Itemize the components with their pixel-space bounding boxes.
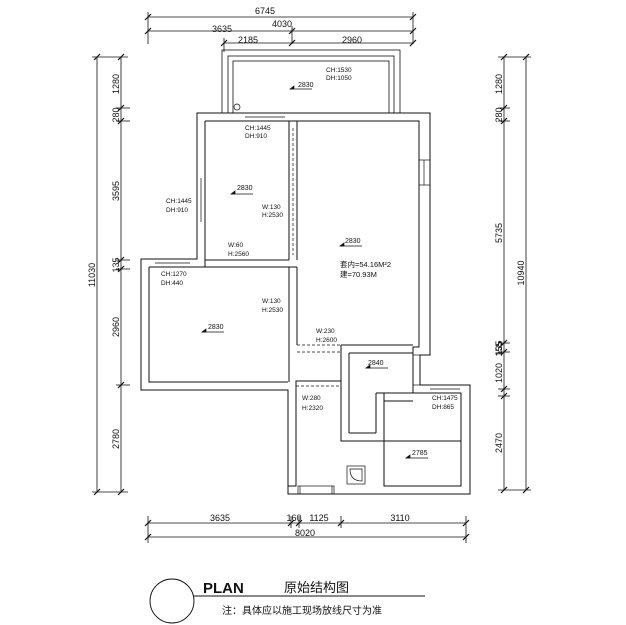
bed-top-window-dh: DH:910 <box>245 133 267 140</box>
ceiling-height-bathroom: 2785 <box>412 450 428 457</box>
bottom-dim-seg4: 3110 <box>390 513 409 523</box>
ceiling-height-bedroom-top: 2830 <box>237 185 253 192</box>
passage-width: W:230 <box>316 328 335 335</box>
bed-side-window-dh: DH:910 <box>166 207 188 214</box>
top-dimension-chain <box>144 12 417 52</box>
bottom-dim-seg3: 1125 <box>309 513 328 523</box>
door-left-width: W:130 <box>262 298 281 305</box>
ceiling-markers <box>200 85 428 459</box>
entry-height: H:2320 <box>302 405 323 412</box>
passage-height: H:2600 <box>316 337 337 344</box>
right-dim-s3: 5735 <box>494 223 504 243</box>
door-small-width: W:60 <box>228 242 243 249</box>
door-left-height: H:2530 <box>262 307 283 314</box>
right-dim-s1: 1280 <box>494 74 504 94</box>
bottom-dim-total: 8020 <box>295 528 315 538</box>
right-dim-s7: 2470 <box>494 433 504 453</box>
bath-window-dh: DH:865 <box>432 404 454 411</box>
right-dim-s4: 135 <box>494 340 504 355</box>
bottom-dimension-chain <box>144 516 470 543</box>
door-openings <box>288 128 341 480</box>
drawing-symbol-circle <box>149 578 195 624</box>
ceiling-height-bedroom-left: 2830 <box>208 324 224 331</box>
door-top-height: H:2530 <box>262 212 283 219</box>
left-dim-s3: 3595 <box>111 181 121 201</box>
top-dim-row2-left: 3635 <box>212 24 232 34</box>
bottom-dim-seg2: 160 <box>286 513 301 523</box>
bath-window-ch: CH:1475 <box>432 395 458 402</box>
right-dim-s6: 155 <box>494 341 504 356</box>
top-dim-overall: 6745 <box>255 6 275 16</box>
balcony-window-dh: DH:1050 <box>326 75 352 82</box>
windows <box>155 112 460 390</box>
outer-walls <box>140 112 471 495</box>
right-dimension-chain <box>498 53 531 494</box>
left-dimension-chain <box>92 53 130 496</box>
plan-title-cn: 原始结构图 <box>284 580 349 595</box>
entry-width: W:280 <box>302 395 321 402</box>
left-dim-s1: 1280 <box>111 74 121 94</box>
ceiling-height-kitchen: 2840 <box>368 360 384 367</box>
left-dim-s2: 280 <box>111 107 121 122</box>
left-dim-s5: 2960 <box>111 317 121 337</box>
right-dim-s2: 280 <box>494 107 504 122</box>
area-gross: 建=70.93M <box>340 269 377 279</box>
entry-door <box>297 485 335 495</box>
ceiling-height-living: 2830 <box>345 238 361 245</box>
door-small-height: H:2560 <box>228 251 249 258</box>
bed-top-window-ch: CH:1445 <box>245 125 271 132</box>
bottom-dim-seg1: 3635 <box>210 513 230 523</box>
balcony-window-ch: CH:1530 <box>326 67 352 74</box>
left-dim-s4: 135 <box>111 257 121 272</box>
plan-title-en: PLAN <box>203 580 244 597</box>
top-dim-row3-right: 2960 <box>342 35 362 45</box>
right-dim-total: 10940 <box>516 260 526 285</box>
area-inner: 套内=54.16M²2 <box>340 259 391 269</box>
left-dim-total: 11030 <box>87 263 97 287</box>
bed-left-window-dh: DH:440 <box>161 280 183 287</box>
right-dim-s5: 1020 <box>494 363 504 383</box>
ceiling-height-balcony: 2830 <box>298 82 314 89</box>
fixtures <box>233 103 366 485</box>
door-top-width: W:130 <box>262 204 281 211</box>
left-dim-s6: 2780 <box>111 429 121 449</box>
top-dim-row2-right: 4030 <box>272 19 292 29</box>
bed-left-window-ch: CH:1270 <box>161 271 187 278</box>
bed-side-window-ch: CH:1445 <box>166 198 192 205</box>
plan-note: 注：具体应以施工现场放线尺寸为准 <box>222 604 382 617</box>
top-dim-row3-left: 2185 <box>238 35 258 45</box>
